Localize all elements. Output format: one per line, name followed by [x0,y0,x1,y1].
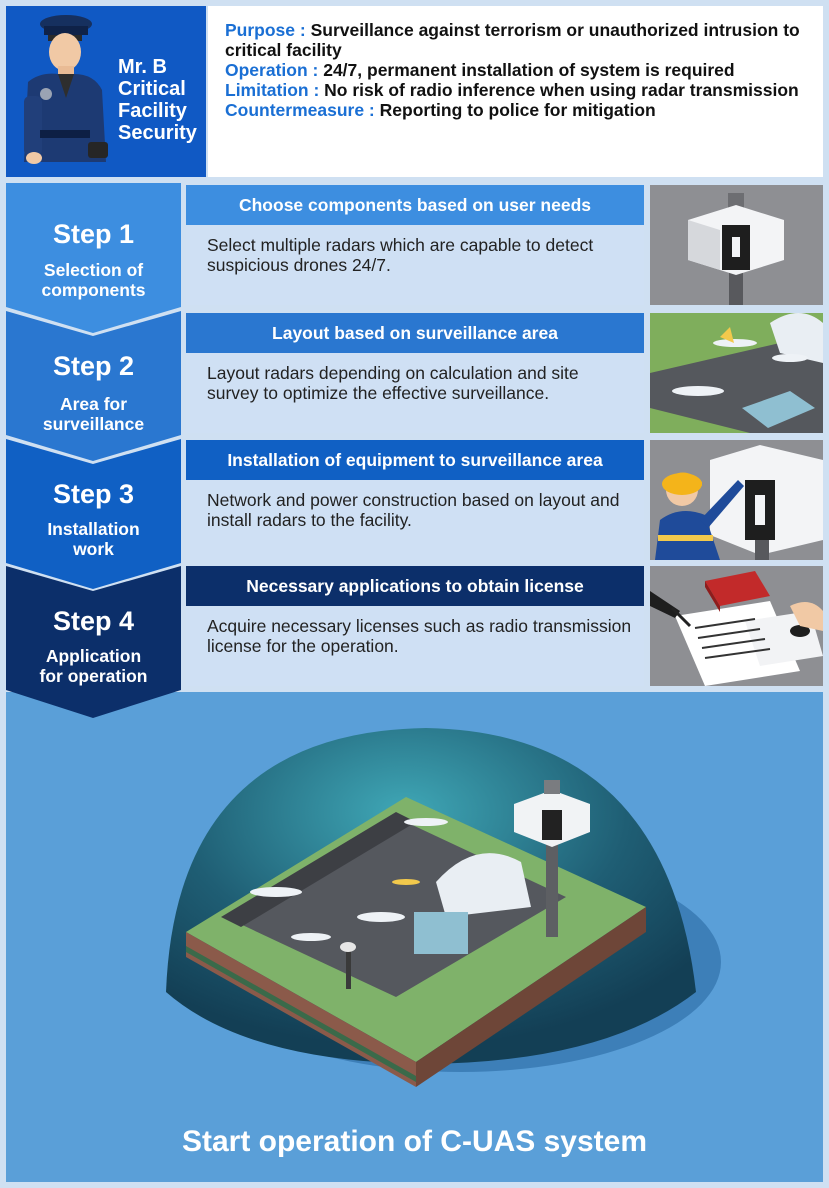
step-1-subtitle-line: components [41,280,146,300]
step-3-subtitle-line: work [73,539,114,559]
step-3-box: Installation of equipment to surveillanc… [186,440,644,560]
step-4-subtitle: Application for operation [6,646,181,686]
worker-installing-radar-icon [655,445,823,560]
purpose-label: Purpose : [225,20,306,40]
step-4-chevron-shape [6,566,181,718]
step-4-heading: Necessary applications to obtain license [186,566,644,606]
step-1-heading: Choose components based on user needs [186,185,644,225]
step-1-title: Step 1 [52,219,135,249]
step-3-image [650,440,823,560]
step-2-subtitle-line: Area for [59,394,128,414]
purpose-text: Surveillance against terrorism or unauth… [225,20,800,60]
step-2-box: Layout based on surveillance area Layout… [186,313,644,433]
persona-name-line: Security [118,122,197,144]
operation-label: Operation : [225,60,319,80]
countermeasure-row: Countermeasure : Reporting to police for… [225,100,811,120]
step-2-image [650,313,823,433]
step-3-subtitle: Installation work [6,519,181,559]
limitation-row: Limitation : No risk of radio inference … [225,80,811,100]
step-1-box: Choose components based on user needs Se… [186,185,644,305]
requirements-panel: Purpose : Surveillance against terrorism… [208,6,823,177]
step-3-body: Network and power construction based on … [186,480,644,560]
countermeasure-text: Reporting to police for mitigation [379,100,656,120]
operation-panel [6,692,823,1182]
step-3-heading: Installation of equipment to surveillanc… [186,440,644,480]
license-documents-icon [650,571,823,686]
persona-name-line: Critical [118,78,186,100]
purpose-row: Purpose : Surveillance against terrorism… [225,20,811,60]
radar-dome-over-airport-illustration [166,728,721,1087]
step-4-chevron: Step 4 Application for operation [6,566,181,718]
step-3-chevron-shape [6,439,181,589]
step-1-chevron: Step 1 Selection of components [6,183,181,333]
step-4-subtitle-line: for operation [39,666,148,686]
step-1-subtitle: Selection of components [6,260,181,300]
security-guard-icon [24,15,108,164]
step-1-chevron-shape [6,183,181,333]
persona-name-line: Mr. B [118,56,167,78]
step-2-chevron-shape [6,311,181,461]
step-3-chevron: Step 3 Installation work [6,439,181,589]
limitation-text: No risk of radio inference when using ra… [324,80,799,100]
step-4-box: Necessary applications to obtain license… [186,566,644,686]
step-3-subtitle-line: Installation [47,519,140,539]
step-4-body: Acquire necessary licenses such as radio… [186,606,644,686]
persona-name: Mr. B Critical Facility Security [118,56,210,144]
step-2-title: Step 2 [52,351,135,381]
step-1-subtitle-line: Selection of [43,260,144,280]
step-1-image [650,185,823,305]
operation-row: Operation : 24/7, permanent installation… [225,60,811,80]
persona-name-line: Facility [118,100,187,122]
step-2-body: Layout radars depending on calculation a… [186,353,644,433]
limitation-label: Limitation : [225,80,320,100]
step-1-body: Select multiple radars which are capable… [186,225,644,305]
countermeasure-label: Countermeasure : [225,100,375,120]
operation-text: 24/7, permanent installation of system i… [323,60,735,80]
step-2-subtitle: Area for surveillance [6,394,181,434]
step-3-title: Step 3 [52,479,135,509]
step-2-heading: Layout based on surveillance area [186,313,644,353]
step-4-title: Step 4 [52,606,135,636]
step-4-subtitle-line: Application [45,646,142,666]
step-2-chevron: Step 2 Area for surveillance [6,311,181,461]
step-4-image [650,566,823,686]
airport-layout-icon [650,313,823,433]
step-2-subtitle-line: surveillance [42,414,145,434]
operation-title: Start operation of C-UAS system [181,1125,648,1158]
radar-unit-icon [688,193,784,305]
persona-panel: Mr. B Critical Facility Security [6,6,206,177]
